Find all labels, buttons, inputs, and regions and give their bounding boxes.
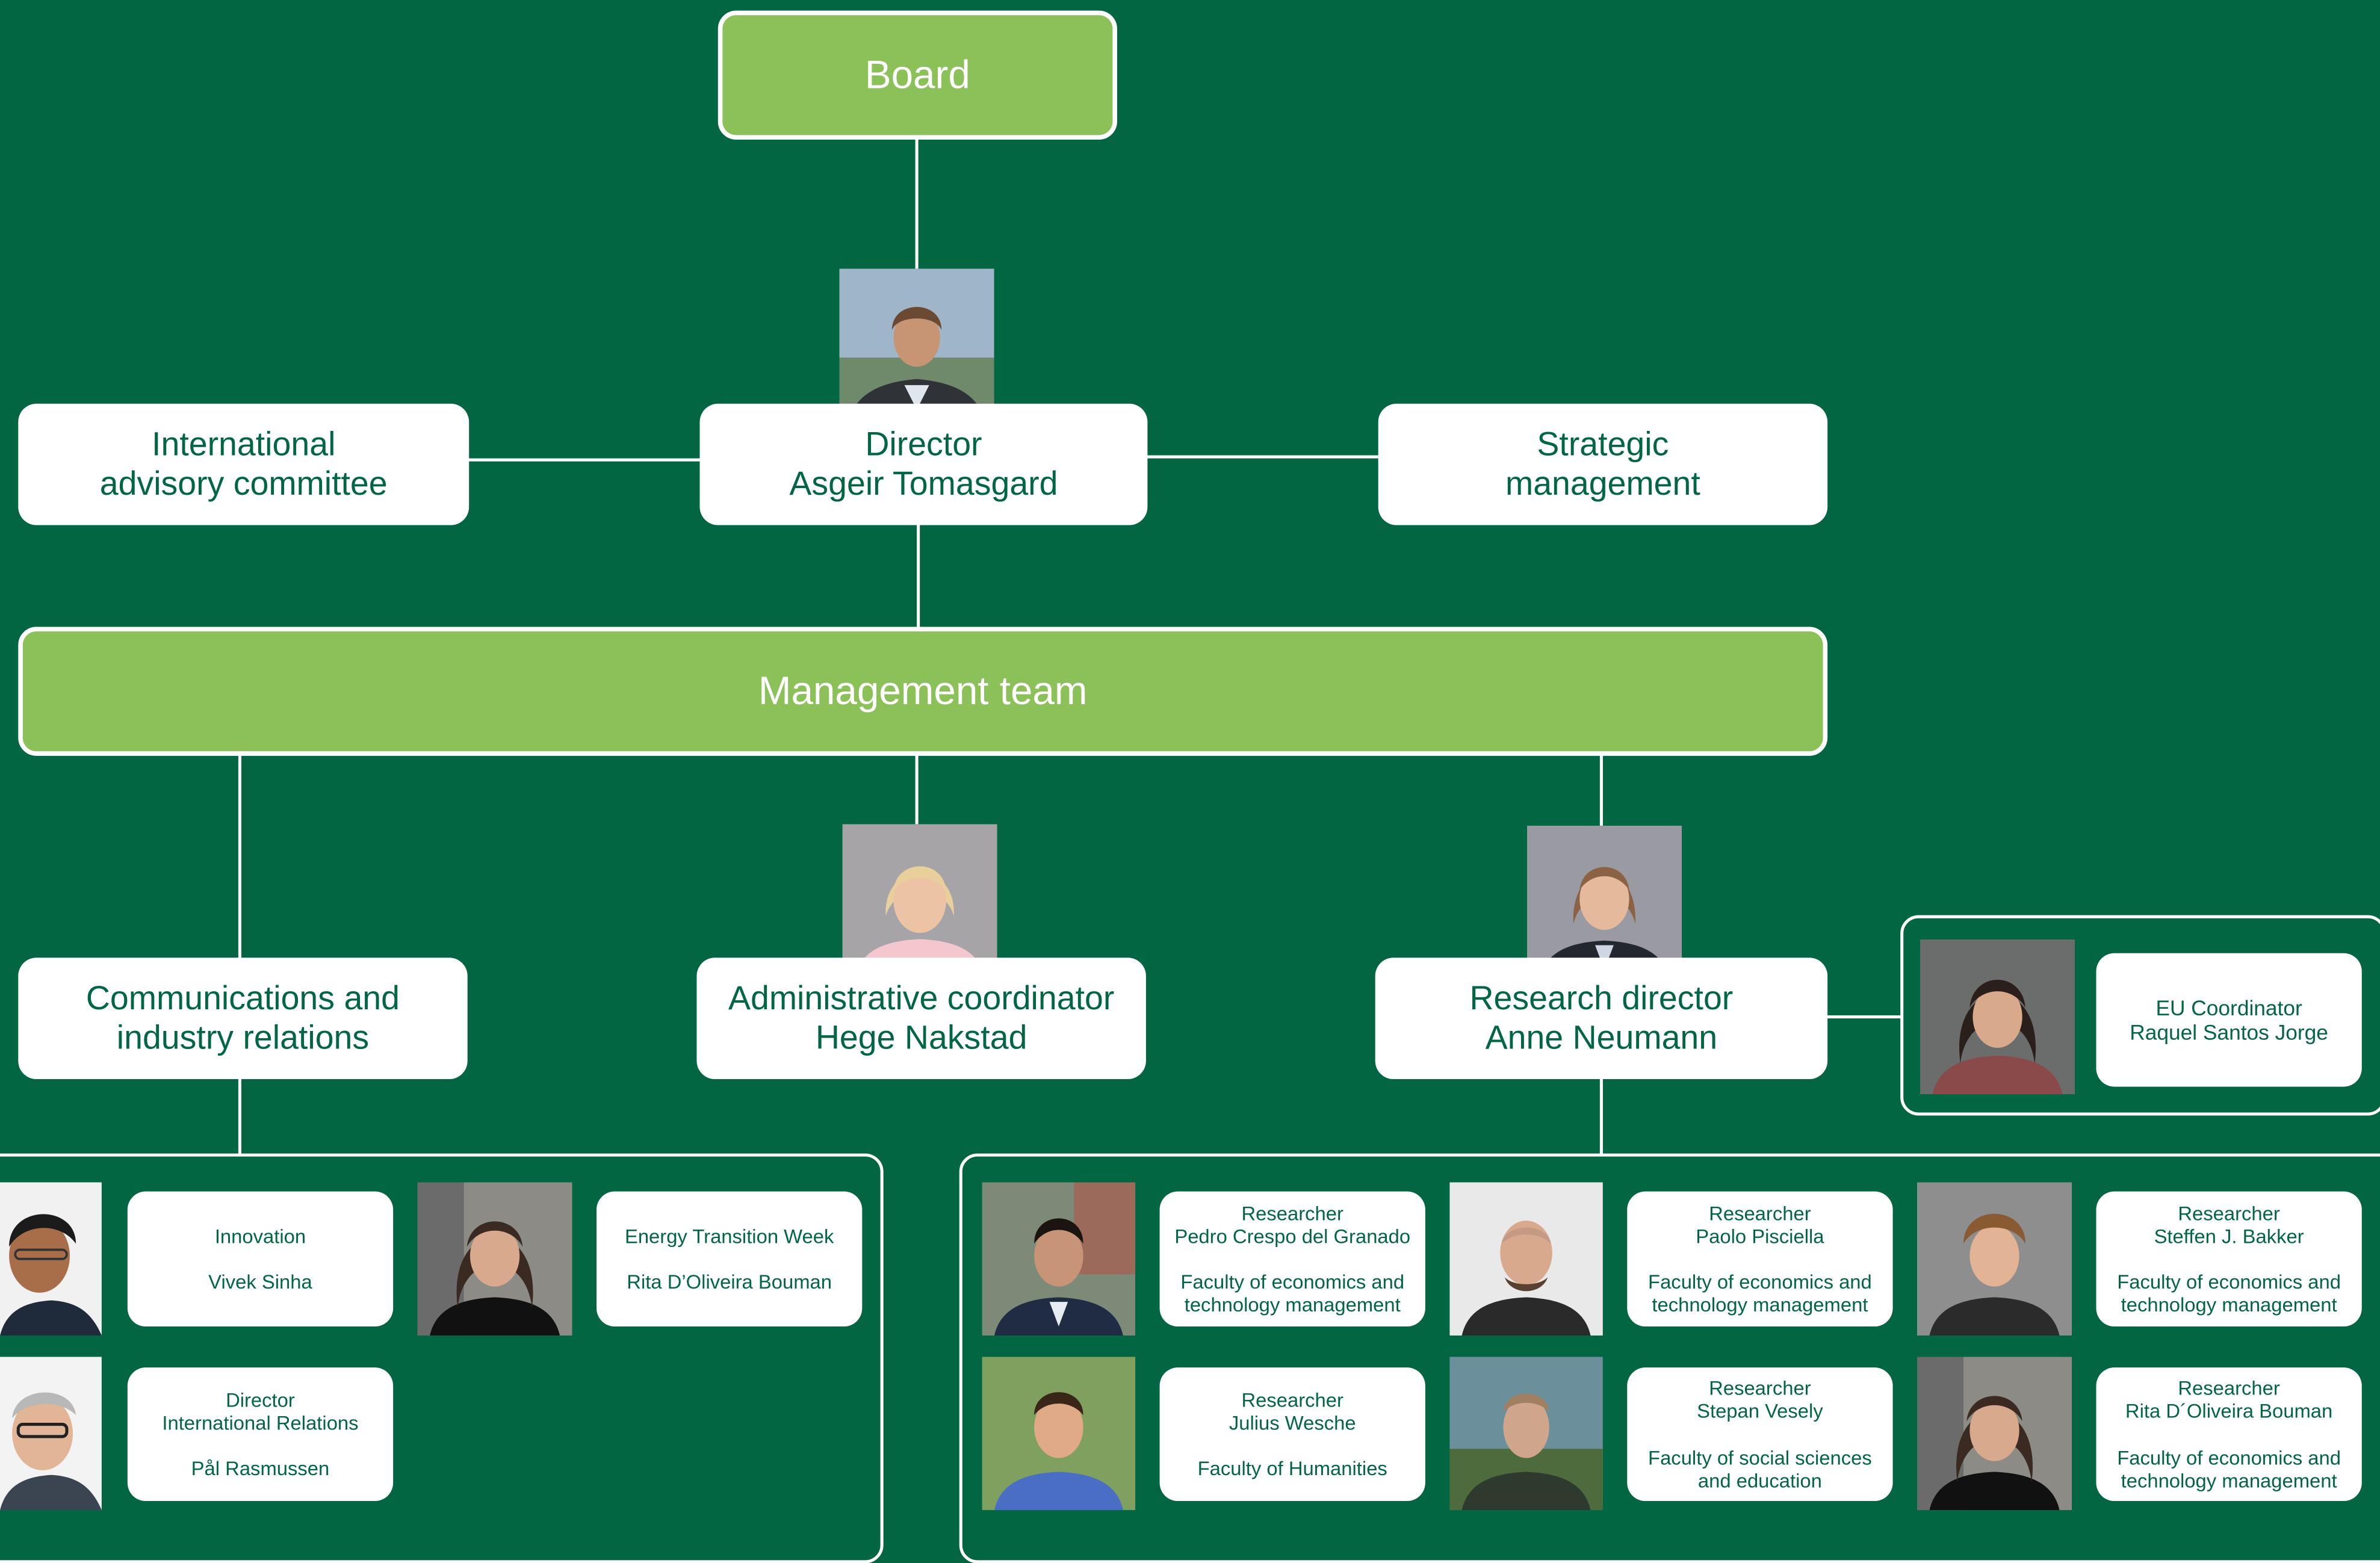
management-team-box: Management team bbox=[18, 627, 1828, 756]
researcher-name-3: Steffen J. Bakker bbox=[2154, 1224, 2304, 1248]
eu-name: Raquel Santos Jorge bbox=[2130, 1020, 2328, 1044]
staff-photo-energy-week bbox=[417, 1182, 572, 1336]
director-box: Director Asgeir Tomasgard bbox=[699, 403, 1148, 525]
staff-role-energy-week: Energy Transition Week bbox=[624, 1224, 834, 1248]
researcher-faculty-6b: technology management bbox=[2121, 1469, 2337, 1492]
researcher-faculty-5b: and education bbox=[1697, 1469, 1822, 1492]
strategic-management-box: Strategic management bbox=[1378, 403, 1828, 525]
researcher-photo-1 bbox=[982, 1182, 1136, 1336]
communications-line1: Communications and bbox=[85, 978, 400, 1017]
researcher-box-1: Researcher Pedro Crespo del Granado Facu… bbox=[1159, 1191, 1425, 1327]
researcher-photo-6 bbox=[1917, 1357, 2072, 1511]
researcher-photo-3 bbox=[1917, 1182, 2072, 1336]
researcher-name-2: Paolo Pisciella bbox=[1696, 1224, 1824, 1248]
connector-management-research bbox=[1599, 754, 1603, 826]
researcher-faculty-1a: Faculty of economics and bbox=[1180, 1270, 1405, 1293]
staff-role-international-2: International Relations bbox=[162, 1411, 359, 1434]
admin-title: Administrative coordinator bbox=[728, 978, 1115, 1017]
admin-coordinator-box: Administrative coordinator Hege Nakstad bbox=[696, 958, 1146, 1079]
staff-box-international: Director International Relations Pål Ras… bbox=[127, 1367, 394, 1502]
eu-coordinator-photo bbox=[1920, 939, 2075, 1095]
board-label: Board bbox=[864, 51, 970, 97]
researcher-role-4: Researcher bbox=[1241, 1388, 1343, 1411]
director-name: Asgeir Tomasgard bbox=[789, 464, 1058, 503]
researcher-role-5: Researcher bbox=[1709, 1376, 1811, 1400]
researcher-faculty-2a: Faculty of economics and bbox=[1648, 1270, 1872, 1293]
researcher-photo-2 bbox=[1449, 1182, 1603, 1336]
researcher-role-2: Researcher bbox=[1709, 1201, 1811, 1225]
director-photo bbox=[839, 268, 994, 422]
eu-coordinator-box: EU Coordinator Raquel Santos Jorge bbox=[2096, 953, 2362, 1087]
researcher-role-6: Researcher bbox=[2178, 1376, 2280, 1400]
research-director-box: Research director Anne Neumann bbox=[1375, 958, 1828, 1079]
eu-coordinator-group bbox=[1900, 915, 2380, 1116]
connector-board-director bbox=[915, 138, 919, 269]
researcher-faculty-3a: Faculty of economics and bbox=[2117, 1270, 2341, 1293]
researcher-name-1: Pedro Crespo del Granado bbox=[1174, 1224, 1411, 1248]
researcher-photo-4 bbox=[982, 1357, 1136, 1511]
advisory-committee-box: International advisory committee bbox=[18, 403, 469, 525]
staff-name-innovation: Vivek Sinha bbox=[208, 1270, 312, 1293]
researcher-name-4: Julius Wesche bbox=[1229, 1411, 1356, 1434]
board-box: Board bbox=[717, 10, 1117, 140]
researcher-box-2: Researcher Paolo Pisciella Faculty of ec… bbox=[1627, 1191, 1893, 1327]
strategic-line1: Strategic bbox=[1537, 424, 1669, 463]
advisory-line1: International bbox=[152, 424, 336, 463]
researcher-faculty-6a: Faculty of economics and bbox=[2117, 1446, 2341, 1469]
staff-photo-international bbox=[0, 1357, 102, 1511]
connector-director-strategic bbox=[1147, 455, 1378, 459]
connector-advisory-director bbox=[467, 458, 700, 462]
staff-name-energy-week: Rita D’Oliveira Bouman bbox=[627, 1270, 832, 1293]
researcher-faculty-3b: technology management bbox=[2121, 1293, 2337, 1316]
advisory-line2: advisory committee bbox=[99, 464, 388, 503]
research-director-name: Anne Neumann bbox=[1485, 1018, 1718, 1057]
eu-title: EU Coordinator bbox=[2155, 995, 2302, 1020]
researcher-role-3: Researcher bbox=[2178, 1201, 2280, 1225]
researcher-faculty-2b: technology management bbox=[1652, 1293, 1868, 1316]
researcher-faculty-5a: Faculty of social sciences bbox=[1648, 1446, 1872, 1469]
researcher-role-1: Researcher bbox=[1241, 1201, 1343, 1225]
researcher-photo-5 bbox=[1449, 1357, 1603, 1511]
admin-photo bbox=[842, 824, 997, 978]
connector-research-eu bbox=[1826, 1015, 1902, 1019]
management-team-label: Management team bbox=[758, 667, 1088, 714]
connector-management-communications bbox=[238, 754, 241, 958]
staff-box-innovation: Innovation Vivek Sinha bbox=[127, 1191, 394, 1327]
staff-role-international-1: Director bbox=[226, 1388, 295, 1411]
researcher-name-5: Stepan Vesely bbox=[1697, 1399, 1823, 1423]
staff-name-international: Pål Rasmussen bbox=[191, 1457, 330, 1480]
communications-box: Communications and industry relations bbox=[18, 958, 468, 1079]
research-director-photo bbox=[1526, 825, 1682, 979]
researcher-faculty-4: Faculty of Humanities bbox=[1197, 1457, 1387, 1480]
researcher-faculty-1b: technology management bbox=[1184, 1293, 1401, 1316]
connector-management-admin bbox=[915, 754, 919, 825]
researcher-box-5: Researcher Stepan Vesely Faculty of soci… bbox=[1627, 1367, 1893, 1502]
researcher-name-6: Rita D´Oliveira Bouman bbox=[2125, 1399, 2333, 1423]
researcher-box-6: Researcher Rita D´Oliveira Bouman Facult… bbox=[2096, 1367, 2362, 1502]
research-director-title: Research director bbox=[1469, 978, 1734, 1017]
researcher-box-4: Researcher Julius Wesche Faculty of Huma… bbox=[1159, 1367, 1425, 1502]
strategic-line2: management bbox=[1505, 464, 1700, 503]
staff-photo-innovation bbox=[0, 1182, 102, 1336]
connector-communications-staff bbox=[238, 1076, 241, 1156]
communications-line2: industry relations bbox=[116, 1018, 370, 1057]
connector-director-management bbox=[917, 524, 920, 627]
staff-role-innovation: Innovation bbox=[214, 1224, 306, 1248]
director-title: Director bbox=[865, 424, 982, 463]
staff-box-energy-week: Energy Transition Week Rita D’Oliveira B… bbox=[597, 1191, 863, 1327]
researcher-box-3: Researcher Steffen J. Bakker Faculty of … bbox=[2096, 1191, 2362, 1327]
admin-name: Hege Nakstad bbox=[815, 1018, 1027, 1057]
connector-research-researchers bbox=[1599, 1076, 1603, 1156]
